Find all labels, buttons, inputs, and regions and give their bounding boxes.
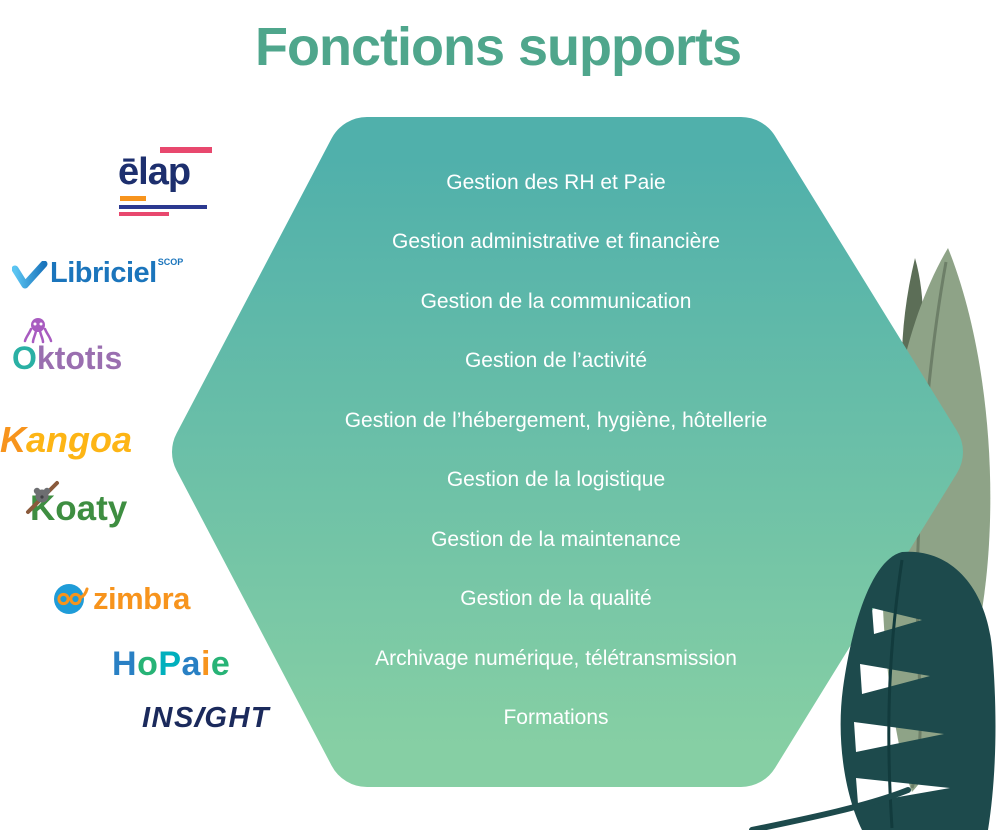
hexagon-item: Gestion de la logistique: [446, 468, 666, 492]
koala-branch-icon: [26, 481, 59, 514]
logo-kangoa: Kangoa: [0, 419, 132, 461]
logo-libriciel: Libriciel SCOP: [12, 257, 183, 290]
logo-insight: INSIGHT: [142, 702, 270, 735]
hopaie-letter: a: [181, 645, 201, 683]
zimbra-wordmark: zimbra: [93, 581, 190, 616]
hexagon-item: Formations: [503, 705, 609, 729]
libriciel-wordmark: Libriciel: [50, 257, 157, 289]
octopus-icon: [23, 318, 53, 344]
hopaie-letter: i: [200, 645, 211, 683]
logo-oktotis: Oktotis: [12, 316, 122, 374]
logo-hopaie: HoPaie: [112, 645, 230, 684]
hexagon-item: Gestion administrative et financière: [392, 230, 720, 254]
elap-tagline-bar: [119, 211, 169, 216]
monstera-leaf-body: [840, 551, 996, 830]
zimbra-icon: [54, 584, 89, 614]
monstera-leaf-vein: [887, 559, 904, 829]
hexagon-shape: [172, 117, 963, 787]
check-stroke: [12, 261, 48, 289]
elap-wordmark: ēlap: [118, 151, 191, 193]
libriciel-check-icon: [12, 261, 48, 289]
oktotis-rest: ktotis: [36, 340, 123, 376]
hexagon-item: Gestion de la qualité: [460, 587, 652, 611]
hopaie-letter: H: [112, 645, 138, 683]
hexagon-item: Gestion de l’hébergement, hygiène, hôtel…: [344, 408, 768, 432]
kangoa-letter-k: K: [0, 419, 26, 460]
logo-elap: ēlap: [118, 147, 238, 216]
hexagon-item: Gestion des RH et Paie: [446, 171, 666, 194]
leaf-stem: [749, 787, 911, 830]
hexagon-item-list: Gestion des RH et Paie Gestion administr…: [246, 171, 866, 730]
elap-pink-bar: [160, 147, 212, 153]
kangoa-rest: angoa: [26, 419, 133, 460]
insight-wordmark-post: GHT: [204, 702, 271, 734]
libriciel-scop-suffix: SCOP: [157, 257, 184, 267]
oktotis-letter-o: O: [12, 340, 37, 376]
hexagon-item: Archivage numérique, télétransmission: [375, 646, 737, 670]
logo-koaty: Koaty: [26, 481, 127, 529]
hopaie-letter: P: [158, 645, 182, 683]
hopaie-letter: e: [210, 645, 231, 683]
elap-orange-bar: [120, 195, 146, 201]
logo-zimbra: zimbra: [52, 581, 190, 617]
hexagon-item: Gestion de la communication: [420, 289, 692, 313]
insight-wordmark-pre: INS: [142, 702, 195, 734]
hexagon-item: Gestion de la maintenance: [431, 527, 681, 551]
hopaie-letter: o: [137, 645, 159, 683]
hexagon-item: Gestion de l’activité: [464, 349, 648, 373]
page-title: Fonctions supports: [255, 17, 742, 77]
oktotis-wordmark: Oktotis: [12, 342, 122, 374]
elap-tagline-bar: [119, 204, 207, 209]
